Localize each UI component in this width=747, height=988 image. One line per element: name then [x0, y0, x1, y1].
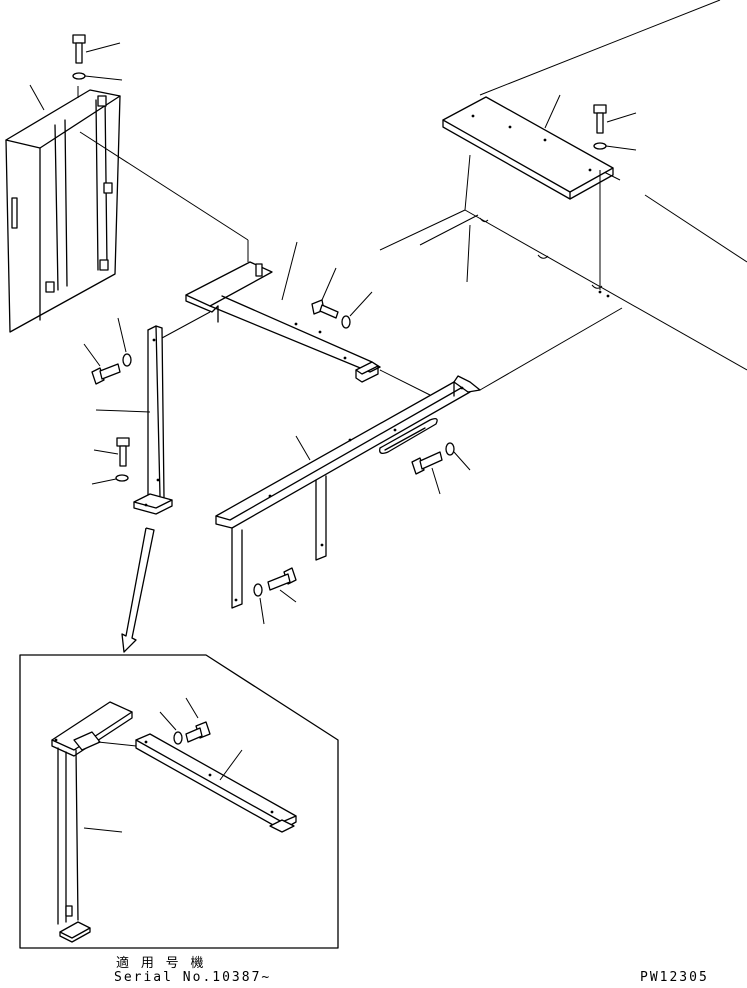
inset-washer — [159, 711, 183, 745]
inset-caption-serial: Serial No.10387~ — [114, 970, 272, 985]
upper-cross-member — [185, 241, 381, 383]
lower-support-frame — [215, 375, 481, 609]
frame-washer-right — [445, 442, 471, 471]
inset-cross-member — [135, 733, 297, 833]
inset-caption-ja: 適 用 号 機 — [116, 956, 206, 971]
stay-bolt-upper — [83, 343, 121, 385]
frame-washer-lower — [253, 583, 265, 625]
stay-washer-lower — [91, 474, 129, 485]
machine-body-outline — [379, 0, 747, 371]
cover-washer — [593, 142, 637, 151]
cross-member-washer — [341, 291, 373, 329]
inset-line — [97, 741, 137, 747]
inset-bolt — [185, 697, 211, 743]
stay-washer-upper — [117, 317, 132, 367]
door-washer — [72, 72, 123, 81]
inset-vertical-stay — [51, 701, 133, 943]
inset-box — [19, 654, 339, 949]
frame-bolt-right — [411, 451, 443, 495]
frame-line — [479, 307, 623, 391]
vertical-stay — [95, 325, 173, 515]
cross-member-bolt — [311, 267, 339, 319]
drawing-code: PW12305 — [640, 970, 709, 985]
side-door-panel — [5, 84, 121, 333]
stay-line — [161, 311, 211, 339]
door-bolt — [72, 34, 121, 64]
cover-bolt — [593, 104, 637, 134]
stay-bolt-lower — [93, 437, 130, 467]
assembly-line — [79, 131, 249, 241]
frame-connect — [379, 369, 431, 396]
detail-arrow — [121, 527, 155, 653]
frame-bolt-lower — [267, 567, 297, 603]
top-cover-plate — [442, 94, 614, 200]
